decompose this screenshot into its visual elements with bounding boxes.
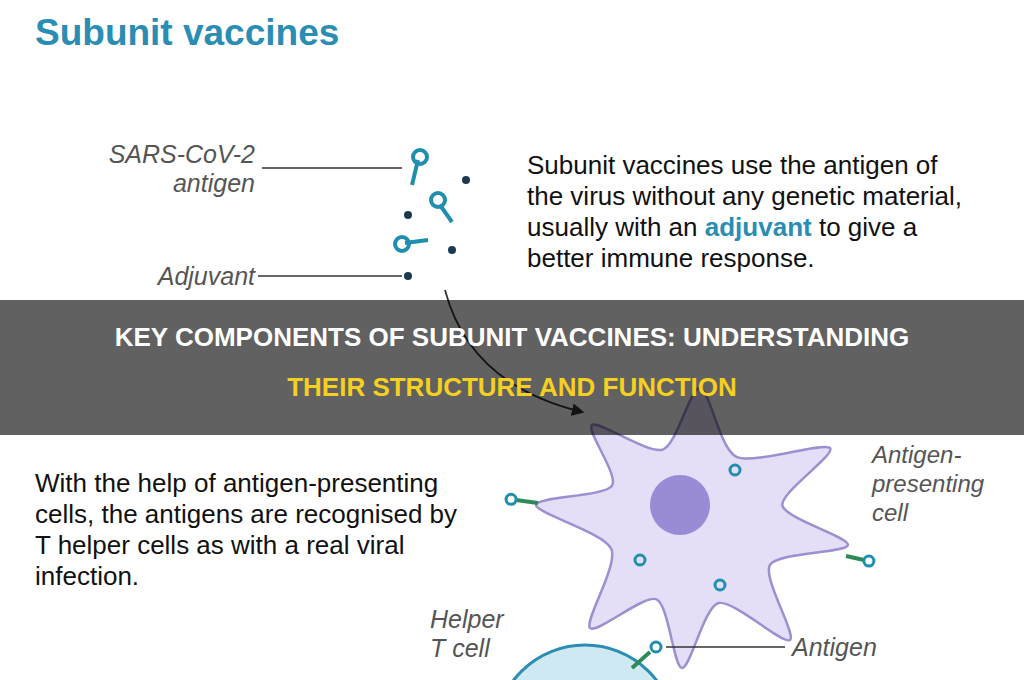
bound-antigen <box>651 642 661 652</box>
t-cell-receptor <box>632 652 650 668</box>
diagram-title: Subunit vaccines <box>35 12 339 54</box>
leader-line <box>666 646 785 648</box>
part-label: Helper T cell <box>430 605 518 663</box>
banner-title: THEIR STRUCTURE AND FUNCTION <box>0 372 1024 403</box>
antigen-icons <box>395 150 452 251</box>
part-label: Adjuvant <box>100 262 255 291</box>
banner-title: KEY COMPONENTS OF SUBUNIT VACCINES: UNDE… <box>0 322 1024 353</box>
part-label: SARS-CoV-2 antigen <box>70 140 255 198</box>
title-banner <box>0 300 1024 435</box>
leader-line <box>262 167 402 169</box>
helper-t-cell <box>495 645 675 680</box>
highlight-term: adjuvant <box>705 212 812 242</box>
description-paragraph: With the help of antigen-presenting cell… <box>35 468 467 592</box>
leader-line <box>258 275 402 277</box>
adjuvant-dots <box>404 176 470 280</box>
part-label: Antigen-presenting cell <box>872 440 1012 527</box>
description-paragraph: Subunit vaccines use the antigen of the … <box>527 150 967 274</box>
part-label: Antigen <box>792 633 912 662</box>
